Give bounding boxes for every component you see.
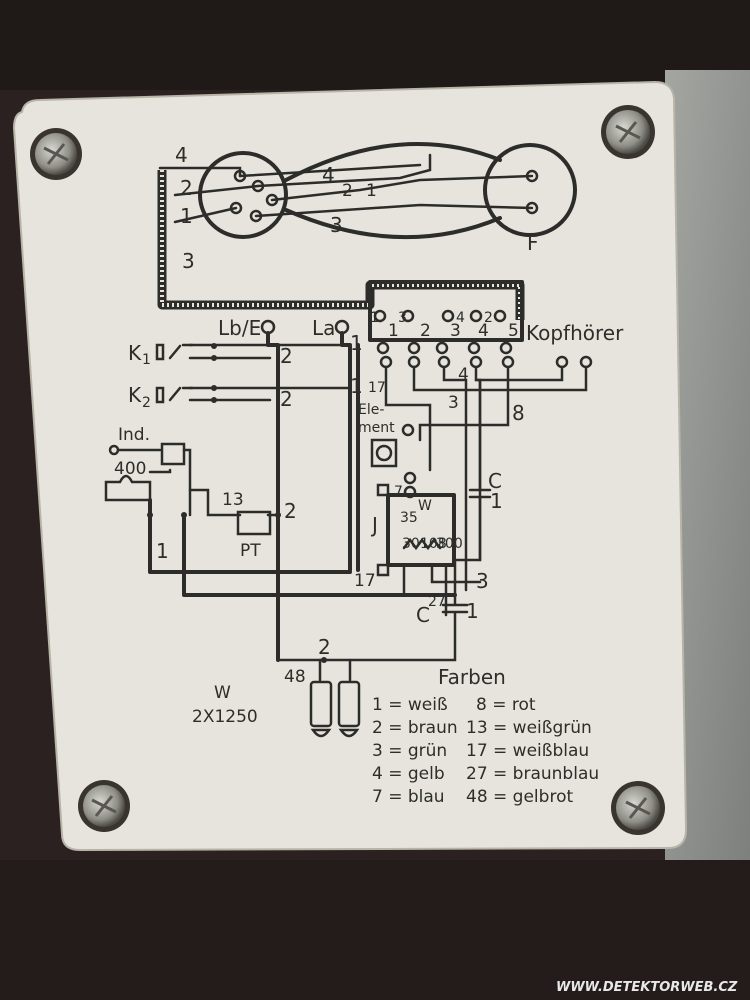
kopf-number: 4 bbox=[456, 310, 465, 326]
kopf-number: 5 bbox=[508, 321, 519, 341]
bottom-junction: 2 bbox=[318, 635, 331, 659]
capacitor-c2-label: C bbox=[416, 603, 430, 627]
w-label: W bbox=[214, 683, 231, 703]
ind-label: Ind. bbox=[118, 425, 150, 445]
key-k1-label: K bbox=[128, 341, 142, 365]
pt-wire-label: 2 bbox=[284, 499, 297, 523]
kopf-number: 1 bbox=[388, 321, 399, 341]
kopf-number: 2 bbox=[484, 310, 493, 326]
key-k2-sub: 2 bbox=[142, 395, 151, 411]
transformer-pin: 35 bbox=[400, 510, 418, 526]
key-k1-sub: 1 bbox=[142, 352, 151, 368]
screw-icon bbox=[78, 780, 130, 832]
transformer-pin: 30 bbox=[402, 536, 420, 552]
kopf-wire-label: 4 bbox=[458, 365, 469, 385]
cable-label: 3 bbox=[330, 213, 343, 237]
legend-item: 7 = blau bbox=[372, 787, 445, 807]
capacitor-c1-label: C bbox=[488, 469, 502, 493]
capacitor-c2-icon bbox=[276, 558, 469, 662]
junction-17: 17 bbox=[354, 571, 376, 591]
plug-label: 2 bbox=[180, 176, 193, 200]
kopf-number: 4 bbox=[478, 321, 489, 341]
la-line-label: 1 bbox=[350, 374, 363, 398]
legend-item: 27 = braunblau bbox=[466, 764, 599, 784]
element-and-transformer bbox=[370, 423, 482, 617]
capacitor-c1-sub: 1 bbox=[490, 489, 503, 513]
kopfhoerer-label: Kopfhörer bbox=[526, 321, 624, 345]
cable-label: 4 bbox=[322, 163, 335, 187]
la-line-label: 1 bbox=[350, 331, 363, 355]
transformer-pin: W bbox=[418, 498, 432, 514]
legend-item: 48 = gelbrot bbox=[466, 787, 573, 807]
key-k1-icon bbox=[155, 343, 217, 361]
transformer-pin: 7 bbox=[394, 484, 403, 500]
w-value: 2X1250 bbox=[192, 707, 258, 727]
element-label: ment bbox=[358, 420, 395, 436]
legend-title: Farben bbox=[438, 665, 506, 689]
element-label: Ele- bbox=[358, 402, 384, 418]
ind-value: 400 bbox=[114, 459, 146, 479]
pt-label: PT bbox=[240, 541, 261, 561]
key-k2-icon bbox=[155, 385, 217, 404]
indicator-circuit bbox=[104, 442, 457, 597]
kopf-wire-label: 17 bbox=[368, 380, 386, 396]
kopf-number: 1 bbox=[370, 310, 379, 326]
screw-icon bbox=[601, 105, 655, 159]
legend-item: 8 = rot bbox=[476, 695, 536, 715]
plug-label: 1 bbox=[180, 204, 193, 228]
legend-item: 17 = weißblau bbox=[466, 741, 589, 761]
capacitor-c1-icon bbox=[468, 378, 492, 562]
case-top bbox=[0, 0, 750, 90]
transformer-label: J bbox=[370, 513, 378, 537]
legend-item: 4 = gelb bbox=[372, 764, 445, 784]
transformer-pin: 108 bbox=[420, 536, 447, 552]
kopf-number: 2 bbox=[420, 321, 431, 341]
pt-wire-label: 13 bbox=[222, 490, 244, 510]
screw-icon bbox=[611, 781, 665, 835]
earpiece-label: F bbox=[527, 231, 539, 255]
line-terminals bbox=[188, 319, 360, 662]
legend-item: 2 = braun bbox=[372, 718, 458, 738]
plug-and-earpiece bbox=[157, 142, 577, 342]
kopf-wire-label: 3 bbox=[448, 393, 459, 413]
legend-item: 13 = weißgrün bbox=[466, 718, 592, 738]
terminal-lbe: Lb/E bbox=[218, 316, 261, 340]
kopf-number: 3 bbox=[450, 321, 461, 341]
color-legend: Farben 1 = weiß 2 = braun 3 = grün 4 = g… bbox=[372, 665, 599, 807]
plug-label: 3 bbox=[182, 249, 195, 273]
legend-item: 1 = weiß bbox=[372, 695, 448, 715]
lbe-line-label: 2 bbox=[280, 344, 293, 368]
terminal-la: La bbox=[312, 316, 335, 340]
kopf-wire-label: 8 bbox=[512, 401, 525, 425]
cable-label: 1 bbox=[366, 181, 377, 201]
transformer-pin: 300 bbox=[436, 536, 463, 552]
lbe-line-label: 2 bbox=[280, 387, 293, 411]
key-k2-label: K bbox=[128, 383, 142, 407]
earphones-icon bbox=[309, 657, 361, 738]
kopf-number: 3 bbox=[398, 310, 407, 326]
left-wire-label: 1 bbox=[156, 539, 169, 563]
cable-label: 2 bbox=[342, 181, 353, 201]
screw-icon bbox=[30, 128, 82, 180]
wire-3-label: 3 bbox=[476, 569, 489, 593]
plug-label: 4 bbox=[175, 143, 188, 167]
watermark: WWW.DETEKTORWEB.CZ bbox=[556, 980, 738, 995]
capacitor-c2-wire: 27 bbox=[428, 594, 446, 610]
legend-item: 3 = grün bbox=[372, 741, 447, 761]
capacitor-c2-sub: 1 bbox=[466, 599, 479, 623]
wire-48-label: 48 bbox=[284, 667, 306, 687]
case-bottom bbox=[0, 860, 750, 1000]
